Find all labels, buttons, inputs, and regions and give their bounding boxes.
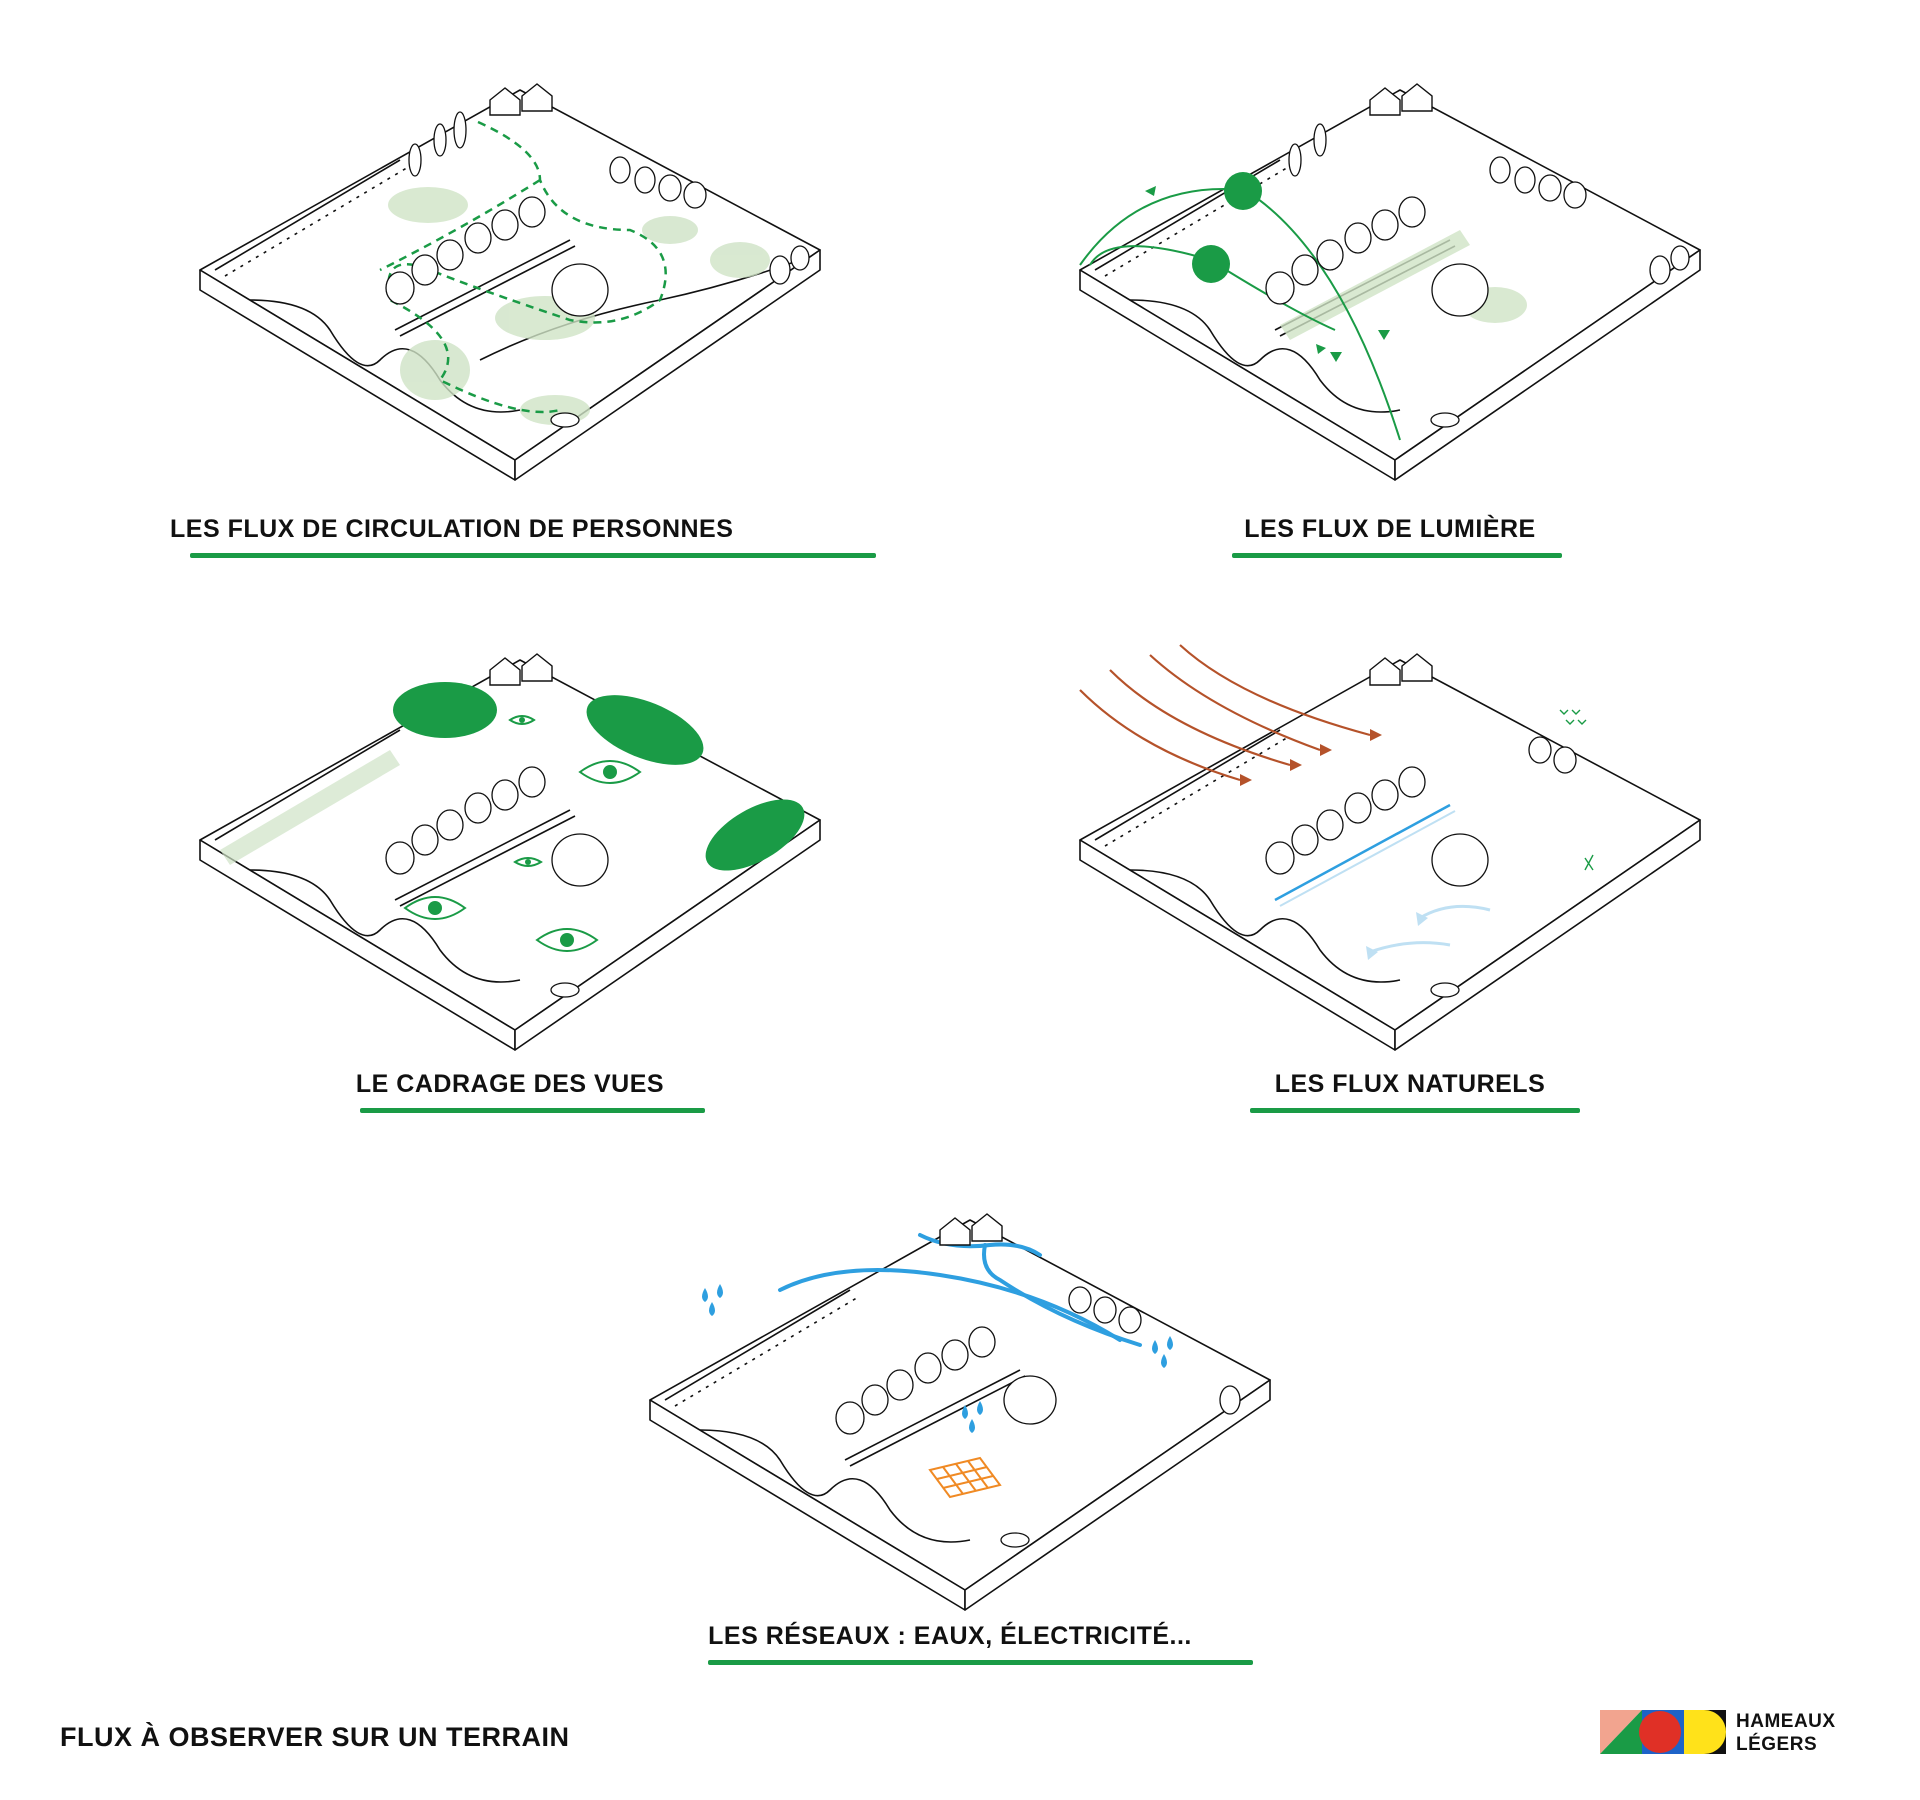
logo-mark-icon	[1600, 1710, 1726, 1754]
panel-naturels: LES FLUX NATURELS	[960, 600, 1920, 1130]
caption-underline	[708, 1660, 1253, 1665]
panel-caption: LE CADRAGE DES VUES	[355, 1070, 665, 1098]
logo-line-1: HAMEAUX	[1736, 1711, 1836, 1732]
logo-wordmark: HAMEAUX LÉGERS	[1736, 1710, 1836, 1756]
caption-underline	[190, 553, 876, 558]
panel-caption: LES FLUX DE LUMIÈRE	[1244, 515, 1536, 543]
terrain-block-circulation	[199, 83, 821, 481]
panel-caption: LES FLUX NATURELS	[1274, 1070, 1546, 1098]
panel-lumiere: LES FLUX DE LUMIÈRE	[960, 0, 1920, 570]
caption-underline	[360, 1108, 705, 1113]
panel-reseaux: LES RÉSEAUX : EAUX, ÉLECTRICITÉ...	[480, 1160, 1440, 1680]
terrain-block-naturels	[1079, 644, 1701, 1051]
footer-title: FLUX À OBSERVER SUR UN TERRAIN	[60, 1722, 570, 1752]
caption-underline	[1250, 1108, 1580, 1113]
panel-vues: LE CADRAGE DES VUES	[0, 600, 960, 1130]
logo-line-2: LÉGERS	[1736, 1734, 1818, 1755]
hameaux-legers-logo: HAMEAUX LÉGERS	[1600, 1708, 1880, 1764]
terrain-block-lumiere	[1079, 83, 1701, 481]
caption-underline	[1232, 553, 1562, 558]
panel-circulation: LES FLUX DE CIRCULATION DE PERSONNES	[0, 0, 960, 570]
panel-caption: LES RÉSEAUX : EAUX, ÉLECTRICITÉ...	[708, 1622, 1192, 1650]
panel-caption: LES FLUX DE CIRCULATION DE PERSONNES	[170, 515, 734, 543]
terrain-block-reseaux	[649, 1213, 1271, 1611]
terrain-block-vues	[199, 653, 821, 1051]
